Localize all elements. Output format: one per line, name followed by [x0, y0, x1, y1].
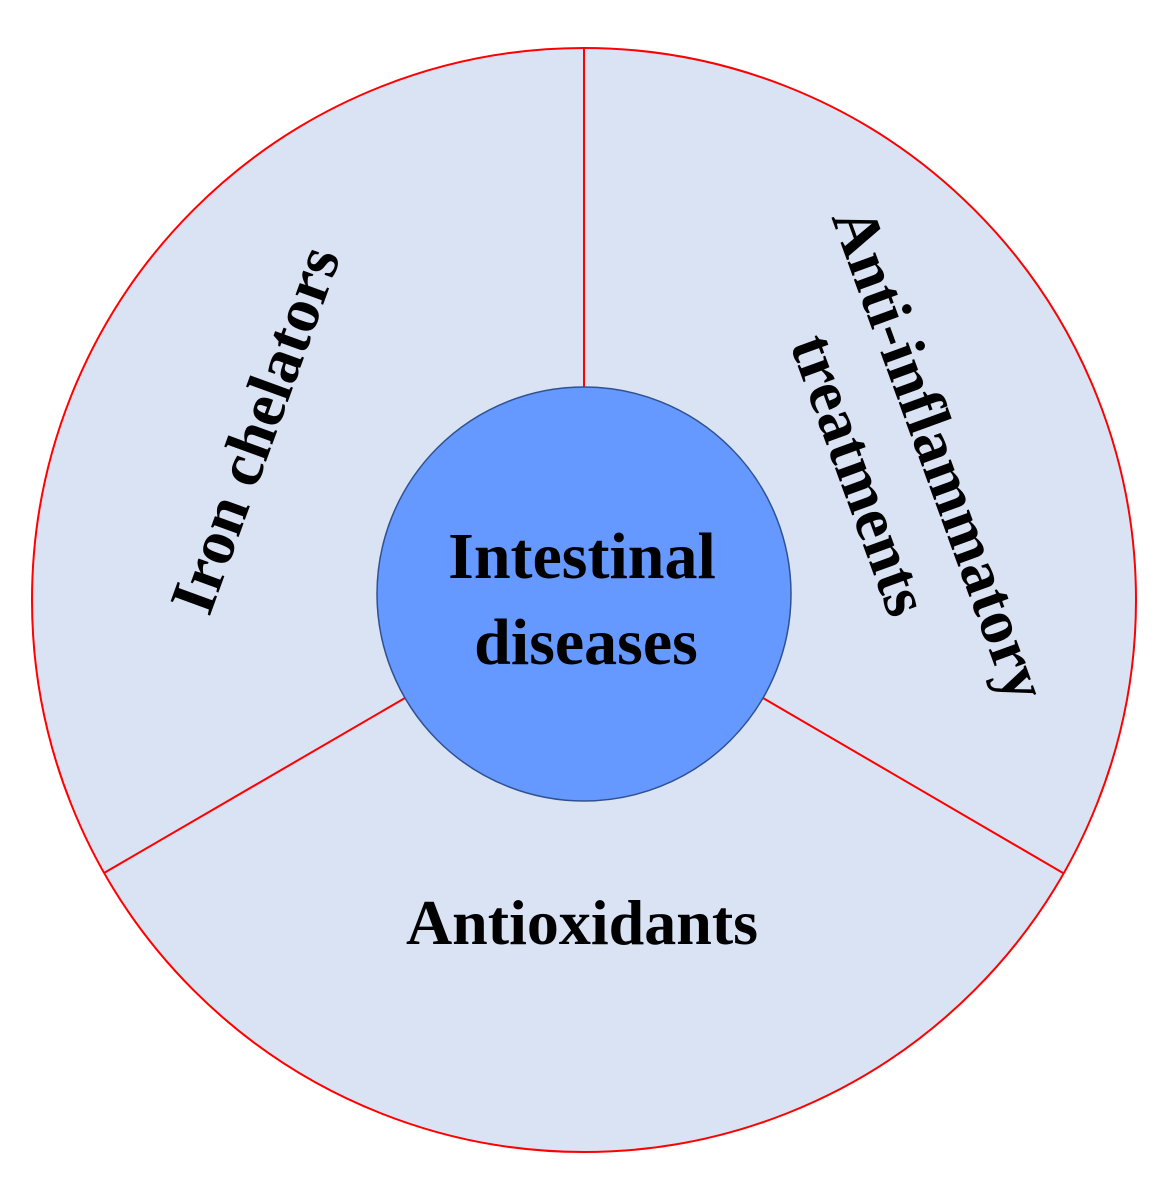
divider-lower-left [103, 697, 406, 874]
segment-label-antioxidants: Antioxidants [406, 887, 758, 958]
center-label-line2: diseases [474, 606, 698, 679]
divider-lower-right [762, 697, 1064, 874]
center-circle [376, 386, 792, 802]
center-label-line1: Intestinal [448, 520, 716, 593]
